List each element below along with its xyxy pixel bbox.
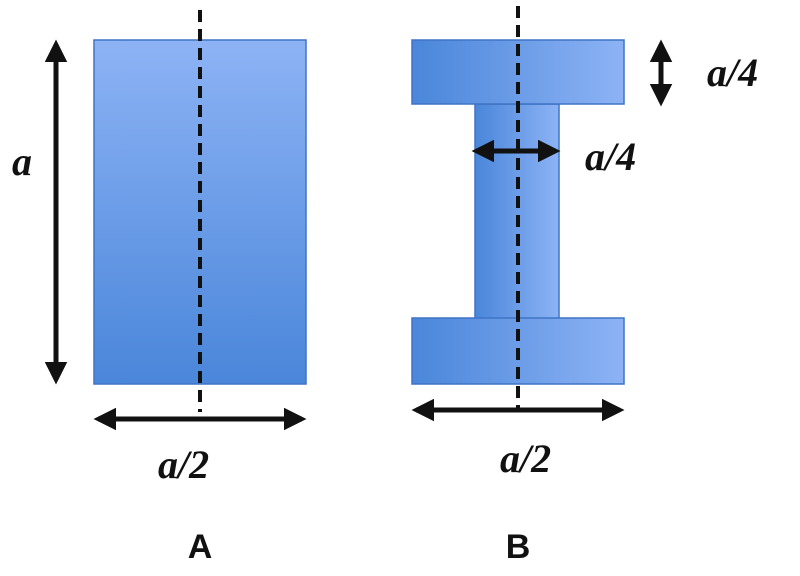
width-label-a: a/2 [158,442,209,487]
figure-label-a: A [188,528,213,566]
figure-b: a/4 a/4 a/2 B [411,6,758,566]
web-width-label: a/4 [585,134,636,179]
figure-label-b: B [506,528,531,566]
web-section [474,103,560,321]
flange-thickness-label: a/4 [707,50,758,95]
width-label-b: a/2 [500,436,551,481]
figure-a: a a/2 A [12,10,307,566]
height-label-a: a [12,139,32,184]
